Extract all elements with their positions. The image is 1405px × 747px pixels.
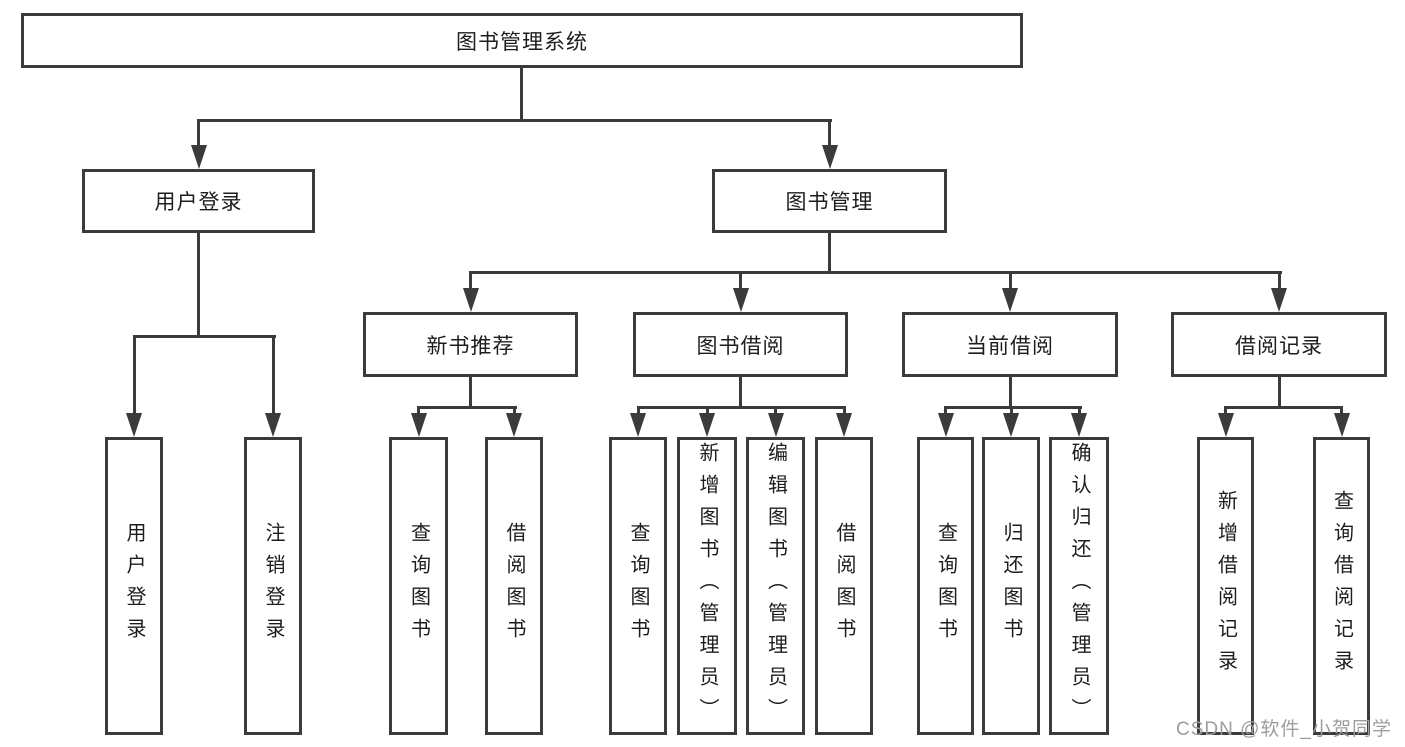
connector-bookborrow-split <box>636 406 846 409</box>
node-book-management: 图书管理 <box>712 169 947 233</box>
connector-drop <box>1340 406 1343 418</box>
arrowhead-down <box>462 288 479 312</box>
arrowhead-down <box>836 413 852 437</box>
node-label: 图书借阅 <box>696 334 785 358</box>
node-label: 查询图书 <box>934 522 957 650</box>
arrowhead-down <box>937 413 954 437</box>
arrowhead-down <box>630 413 646 437</box>
leaf-return-books: 归还图书 <box>982 437 1040 735</box>
connector-drop <box>271 335 275 417</box>
leaf-user-login: 用户登录 <box>105 437 163 735</box>
node-label: 归还图书 <box>1000 522 1022 650</box>
node-label: 新书推荐 <box>426 334 515 358</box>
csdn-watermark: CSDN @软件_小贺同学 <box>1176 719 1392 740</box>
leaf-borrow-books: 借阅图书 <box>815 437 873 735</box>
node-label: 图书管理 <box>785 191 874 214</box>
connector-drop <box>828 119 831 151</box>
leaf-confirm-return-admin: 确认归还（管理员） <box>1049 437 1109 735</box>
arrowhead-down <box>1003 413 1019 437</box>
node-label: 借阅图书 <box>503 522 525 650</box>
node-label: 确认归还（管理员） <box>1068 442 1090 730</box>
arrowhead-down <box>732 288 749 312</box>
connector-bookborrow-stem <box>739 377 742 409</box>
connector-drop <box>1077 406 1081 418</box>
arrowhead-down <box>767 413 784 437</box>
connector-borrowrecords-split <box>1224 406 1343 409</box>
node-current-borrowing: 当前借阅 <box>902 312 1118 377</box>
connector-borrowrecords-stem <box>1277 377 1281 409</box>
connector-root-split <box>197 119 832 122</box>
arrowhead-down <box>699 413 715 437</box>
connector-drop <box>512 406 516 418</box>
node-label: 编辑图书（管理员） <box>764 442 787 730</box>
leaf-query-books-current: 查询图书 <box>917 437 974 735</box>
connector-currentborrow-split <box>944 406 1082 409</box>
node-book-borrowing: 图书借阅 <box>633 312 848 377</box>
connector-drop <box>1009 406 1013 418</box>
connector-drop <box>1277 271 1281 291</box>
leaf-query-books-recommend: 查询图书 <box>389 437 448 735</box>
connector-drop <box>842 406 846 418</box>
arrowhead-down <box>821 145 838 169</box>
connector-userlogin-split <box>132 335 276 338</box>
arrowhead-down <box>506 413 522 437</box>
node-label: 借阅记录 <box>1235 334 1323 358</box>
connector-drop <box>469 271 472 291</box>
arrowhead-down <box>265 413 281 437</box>
connector-drop <box>1224 406 1227 418</box>
connector-drop <box>636 406 640 418</box>
leaf-add-borrow-record: 新增借阅记录 <box>1197 437 1254 735</box>
connector-drop <box>944 406 947 418</box>
arrowhead-down <box>126 413 142 437</box>
connector-drop <box>132 335 136 417</box>
connector-drop <box>739 271 742 291</box>
node-root-library-management-system: 图书管理系统 <box>21 13 1023 68</box>
connector-drop <box>774 406 777 418</box>
node-user-login: 用户登录 <box>82 169 315 233</box>
arrowhead-down <box>1002 288 1018 312</box>
connector-bookmgmt-stem <box>828 233 831 274</box>
connector-currentborrow-stem <box>1008 377 1012 409</box>
node-label: 查询借阅记录 <box>1330 490 1353 682</box>
leaf-query-borrow-record: 查询借阅记录 <box>1313 437 1370 735</box>
arrowhead-down <box>1217 413 1234 437</box>
node-label: 查询图书 <box>407 522 430 650</box>
arrowhead-down <box>1333 413 1350 437</box>
node-label: 图书管理系统 <box>456 30 588 54</box>
connector-drop <box>197 119 200 151</box>
leaf-add-book-admin: 新增图书（管理员） <box>677 437 737 735</box>
node-label: 注销登录 <box>262 522 284 650</box>
node-new-book-recommendation: 新书推荐 <box>363 312 578 377</box>
connector-userlogin-stem <box>197 233 200 338</box>
arrowhead-down <box>190 145 207 169</box>
leaf-edit-book-admin: 编辑图书（管理员） <box>746 437 805 735</box>
leaf-borrow-books-recommend: 借阅图书 <box>485 437 543 735</box>
node-label: 借阅图书 <box>833 522 855 650</box>
node-borrowing-records: 借阅记录 <box>1171 312 1387 377</box>
connector-root-stem <box>519 68 523 122</box>
node-label: 用户登录 <box>154 191 243 214</box>
node-label: 新增图书（管理员） <box>696 442 718 730</box>
arrowhead-down <box>1271 288 1287 312</box>
leaf-logout: 注销登录 <box>244 437 302 735</box>
connector-newbook-split <box>417 406 517 409</box>
connector-drop <box>705 406 709 418</box>
node-label: 当前借阅 <box>966 334 1054 358</box>
arrowhead-down <box>410 413 427 437</box>
node-label: 用户登录 <box>123 522 145 650</box>
node-label: 查询图书 <box>627 522 649 650</box>
connector-newbook-stem <box>469 377 472 409</box>
node-label: 新增借阅记录 <box>1214 490 1237 682</box>
leaf-query-books-borrowing: 查询图书 <box>609 437 667 735</box>
arrowhead-down <box>1071 413 1087 437</box>
connector-drop <box>1008 271 1012 291</box>
connector-bookmgmt-split <box>469 271 1282 274</box>
connector-drop <box>417 406 420 418</box>
